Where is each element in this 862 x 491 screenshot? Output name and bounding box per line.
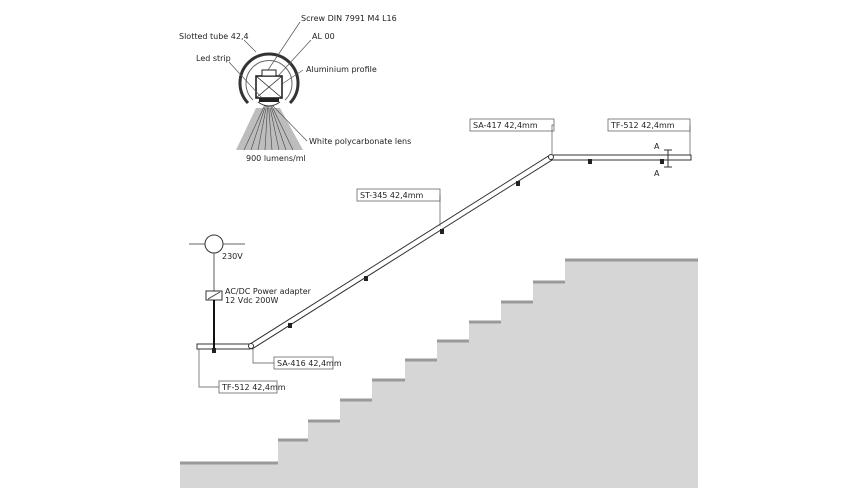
cross-section-detail: Screw DIN 7991 M4 L16 Slotted tube 42,4 … [179, 14, 411, 163]
lens-label: White polycarbonate lens [309, 137, 411, 146]
al-label: AL 00 [312, 32, 335, 41]
power-source-icon [204, 234, 224, 254]
power-supply: 230V AC/DC Power adapter 12 Vdc 200W [189, 234, 312, 348]
callouts: SA-417 42,4mm TF-512 42,4mm ST-345 42,4m… [198, 118, 691, 394]
bottom-joint [248, 343, 254, 349]
handrail-brackets [212, 159, 664, 353]
voltage-label: 230V [222, 252, 243, 261]
screw-label: Screw DIN 7991 M4 L16 [301, 14, 397, 23]
slotted-tube-icon [238, 52, 300, 105]
tf512-top-label: TF-512 42,4mm [610, 121, 675, 130]
tf512-bottom-label: TF-512 42,4mm [221, 383, 286, 392]
light-beam [236, 108, 303, 150]
handrail-top-segment [550, 154, 692, 161]
stairs-body [180, 260, 698, 488]
aluminium-profile-label: Aluminium profile [306, 65, 377, 74]
st345-label: ST-345 42,4mm [360, 191, 424, 200]
section-a-marker: A A [654, 142, 672, 178]
led-strip-label: Led strip [196, 54, 231, 63]
staircase [180, 258, 698, 488]
top-joint [548, 154, 554, 160]
stair-tread-edges [180, 258, 698, 465]
sa416-label: SA-416 42,4mm [277, 359, 342, 368]
section-a-top-label: A [654, 142, 660, 151]
sa417-label: SA-417 42,4mm [473, 121, 538, 130]
led-strip-icon [259, 98, 279, 102]
handrail [196, 154, 692, 353]
handrail-bottom-segment [196, 343, 251, 350]
section-a-bottom-label: A [654, 169, 660, 178]
slotted-tube-label: Slotted tube 42,4 [179, 32, 249, 41]
adapter-label-line2: 12 Vdc 200W [225, 296, 278, 305]
lens-icon [257, 101, 281, 107]
lumens-label: 900 lumens/ml [246, 154, 306, 163]
adapter-label-line1: AC/DC Power adapter [225, 287, 312, 296]
